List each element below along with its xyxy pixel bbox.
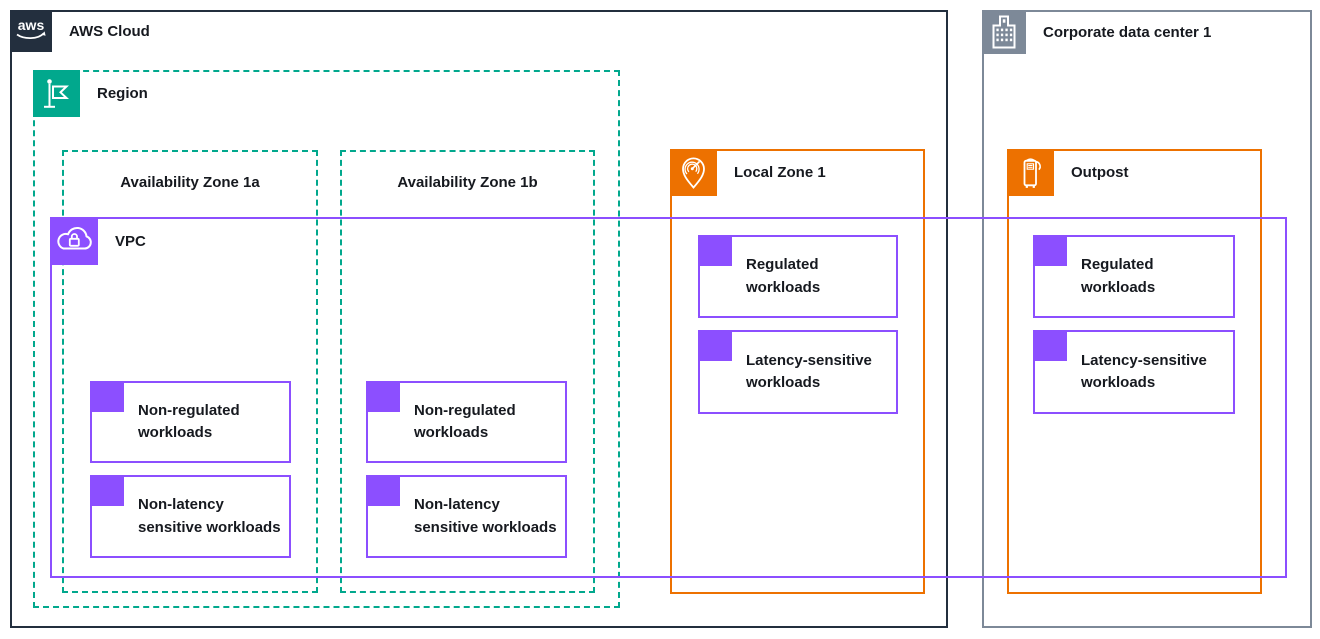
local-zone-label: Local Zone 1 — [734, 164, 826, 181]
workload-box-az1b-non-latency: Non-latency sensitive workloads — [366, 475, 567, 558]
outpost-rack-icon — [1007, 149, 1054, 196]
region-flag-icon — [33, 70, 80, 117]
local-zone-container: Local Zone 1 — [670, 149, 925, 594]
corporate-data-center-header: Corporate data center 1 — [982, 10, 1211, 54]
availability-zone-1a-label: Availability Zone 1a — [120, 174, 260, 191]
svg-text:aws: aws — [18, 17, 45, 33]
workload-corner-square-icon — [698, 330, 732, 361]
local-zone-header: Local Zone 1 — [670, 149, 826, 196]
workload-box-az1b-non-regulated: Non-regulated workloads — [366, 381, 567, 463]
workload-box-outpost-regulated: Regulated workloads — [1033, 235, 1235, 318]
region-container: Region — [33, 70, 620, 608]
region-label: Region — [97, 85, 148, 102]
local-zone-pin-icon — [670, 149, 717, 196]
building-icon — [982, 10, 1026, 54]
vpc-header: VPC — [50, 217, 146, 265]
outpost-header: Outpost — [1007, 149, 1129, 196]
vpc-cloud-lock-icon — [50, 217, 98, 265]
workload-corner-square-icon — [1033, 235, 1067, 266]
aws-cloud-header: aws AWS Cloud — [10, 10, 150, 52]
workload-corner-square-icon — [366, 475, 400, 506]
workload-label: Non-latency sensitive workloads — [138, 496, 281, 536]
workload-corner-square-icon — [1033, 330, 1067, 361]
workload-corner-square-icon — [698, 235, 732, 266]
workload-box-localzone-regulated: Regulated workloads — [698, 235, 898, 318]
outpost-label: Outpost — [1071, 164, 1129, 181]
availability-zone-1b-label: Availability Zone 1b — [397, 174, 538, 191]
workload-corner-square-icon — [90, 381, 124, 412]
region-header: Region — [33, 70, 148, 117]
workload-label: Non-regulated workloads — [414, 401, 516, 442]
workload-box-az1a-non-regulated: Non-regulated workloads — [90, 381, 291, 463]
workload-label: Latency-sensitive workloads — [746, 351, 872, 392]
workload-box-localzone-latency-sensitive: Latency-sensitive workloads — [698, 330, 898, 414]
workload-box-az1a-non-latency: Non-latency sensitive workloads — [90, 475, 291, 558]
workload-corner-square-icon — [366, 381, 400, 412]
workload-label: Regulated workloads — [746, 256, 821, 296]
corporate-data-center-label: Corporate data center 1 — [1043, 23, 1212, 41]
aws-cloud-label: AWS Cloud — [69, 22, 150, 40]
workload-label: Latency-sensitive workloads — [1081, 351, 1207, 392]
workload-label: Non-regulated workloads — [138, 401, 240, 442]
workload-box-outpost-latency-sensitive: Latency-sensitive workloads — [1033, 330, 1235, 414]
aws-logo-icon: aws — [10, 10, 52, 52]
workload-corner-square-icon — [90, 475, 124, 506]
workload-label: Regulated workloads — [1081, 256, 1156, 296]
availability-zone-1a-container: Availability Zone 1a — [62, 150, 318, 593]
outpost-container: Outpost — [1007, 149, 1262, 594]
corporate-data-center-container: Corporate data center 1 — [982, 10, 1312, 628]
aws-cloud-container: aws AWS Cloud — [10, 10, 948, 628]
vpc-container: VPC — [50, 217, 1287, 578]
availability-zone-1b-container: Availability Zone 1b — [340, 150, 595, 593]
workload-label: Non-latency sensitive workloads — [414, 496, 557, 536]
vpc-label: VPC — [115, 232, 146, 250]
